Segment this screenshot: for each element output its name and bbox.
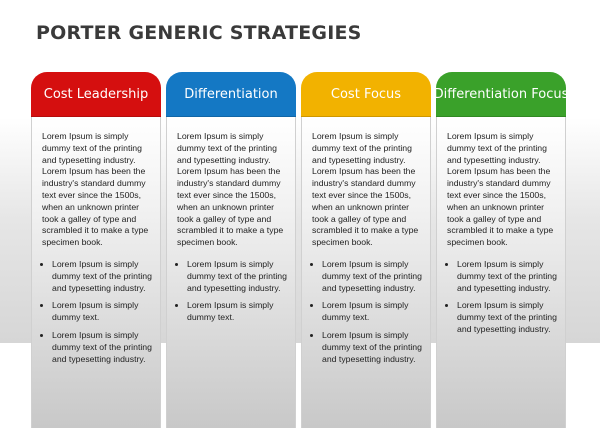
page-title: PORTER GENERIC STRATEGIES xyxy=(36,22,362,44)
bullet-item: Lorem Ipsum is simply dummy text of the … xyxy=(187,259,287,294)
column-paragraph: Lorem Ipsum is simply dummy text of the … xyxy=(447,131,554,248)
bullet-item: Lorem Ipsum is simply dummy text of the … xyxy=(457,300,557,335)
column-cost-focus: Cost Focus Lorem Ipsum is simply dummy t… xyxy=(301,72,431,432)
bullet-item: Lorem Ipsum is simply dummy text of the … xyxy=(322,259,422,294)
column-paragraph: Lorem Ipsum is simply dummy text of the … xyxy=(42,131,149,248)
column-body: Lorem Ipsum is simply dummy text of the … xyxy=(166,117,296,428)
bullet-item: Lorem Ipsum is simply dummy text. xyxy=(187,300,287,324)
column-header: Cost Leadership xyxy=(31,72,161,117)
column-header: Differentiation xyxy=(166,72,296,117)
column-paragraph: Lorem Ipsum is simply dummy text of the … xyxy=(312,131,419,248)
bullet-item: Lorem Ipsum is simply dummy text of the … xyxy=(457,259,557,294)
bullet-list: Lorem Ipsum is simply dummy text of the … xyxy=(312,259,422,365)
column-body: Lorem Ipsum is simply dummy text of the … xyxy=(436,117,566,428)
bullet-item: Lorem Ipsum is simply dummy text. xyxy=(52,300,152,324)
column-cost-leadership: Cost Leadership Lorem Ipsum is simply du… xyxy=(31,72,161,432)
column-header: Cost Focus xyxy=(301,72,431,117)
column-paragraph: Lorem Ipsum is simply dummy text of the … xyxy=(177,131,284,248)
column-differentiation: Differentiation Lorem Ipsum is simply du… xyxy=(166,72,296,432)
bullet-item: Lorem Ipsum is simply dummy text. xyxy=(322,300,422,324)
bullet-item: Lorem Ipsum is simply dummy text of the … xyxy=(52,259,152,294)
column-body: Lorem Ipsum is simply dummy text of the … xyxy=(31,117,161,428)
column-header: Differentiation Focus xyxy=(434,72,568,117)
bullet-list: Lorem Ipsum is simply dummy text of the … xyxy=(42,259,152,365)
strategy-columns: Cost Leadership Lorem Ipsum is simply du… xyxy=(31,72,569,432)
bullet-list: Lorem Ipsum is simply dummy text of the … xyxy=(447,259,557,336)
column-body: Lorem Ipsum is simply dummy text of the … xyxy=(301,117,431,428)
bullet-item: Lorem Ipsum is simply dummy text of the … xyxy=(322,330,422,365)
column-differentiation-focus: Differentiation Focus Lorem Ipsum is sim… xyxy=(434,72,568,432)
bullet-list: Lorem Ipsum is simply dummy text of the … xyxy=(177,259,287,324)
bullet-item: Lorem Ipsum is simply dummy text of the … xyxy=(52,330,152,365)
